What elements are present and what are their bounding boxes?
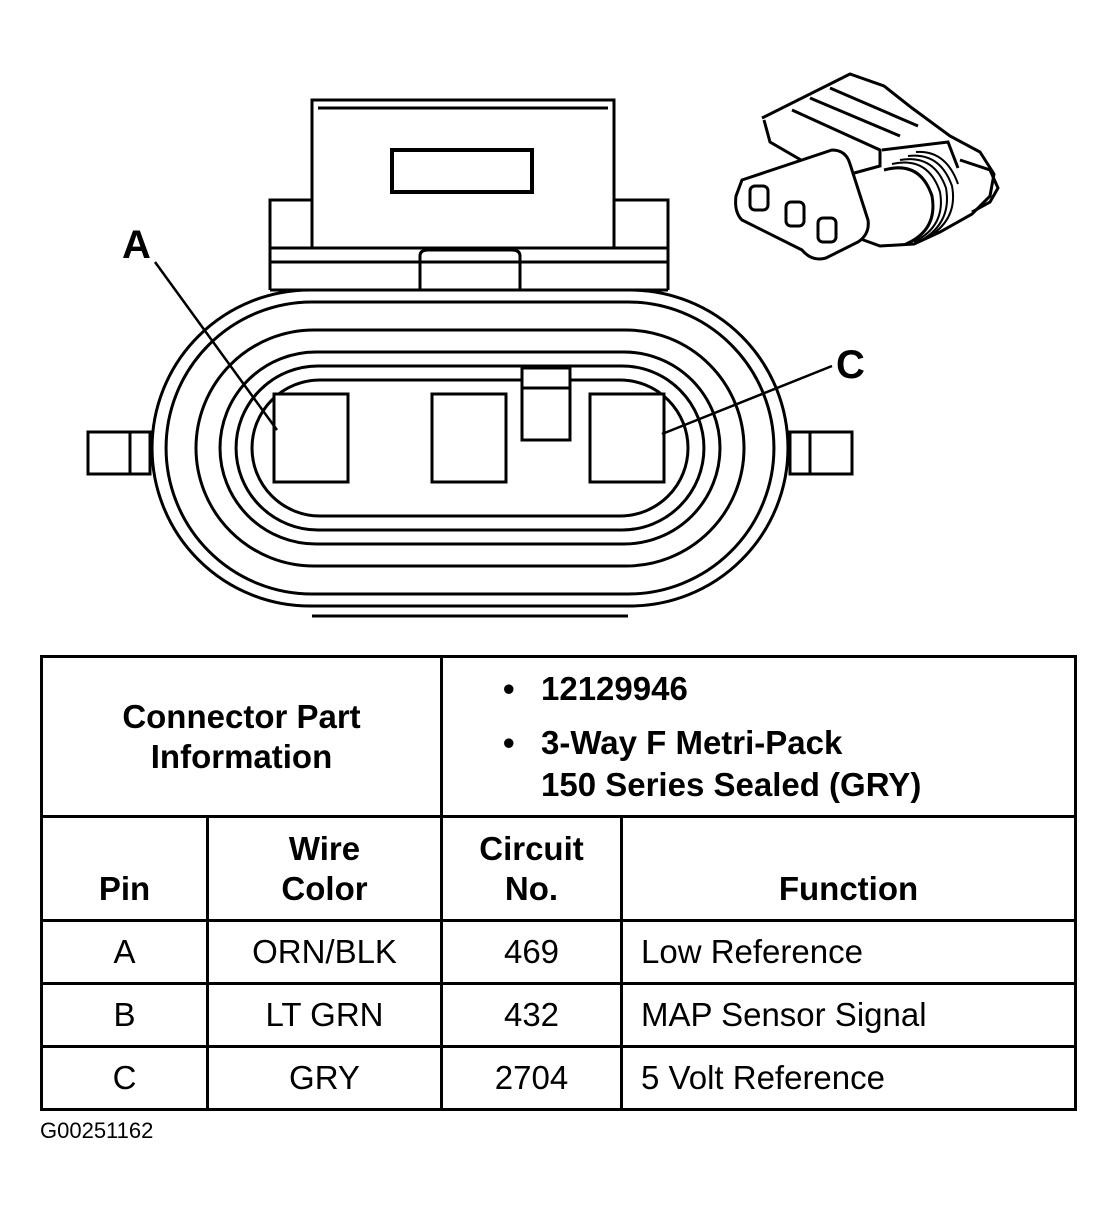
pin-a-label: A [122, 223, 151, 267]
table-row: A ORN/BLK 469 Low Reference [40, 919, 1077, 985]
cell-wire-color: LT GRN [206, 982, 443, 1048]
pin-cavity-c [588, 392, 666, 484]
cell-function: MAP Sensor Signal [620, 982, 1077, 1048]
cell-function: 5 Volt Reference [620, 1045, 1077, 1111]
pin-cavity-a [272, 392, 350, 484]
connector-diagram: A C [86, 72, 1000, 618]
pin-c-leader [661, 364, 833, 436]
header-circuit-no: Circuit No. [440, 815, 623, 922]
part-description-item: • 3-Way F Metri-Pack 150 Series Sealed (… [503, 722, 1074, 806]
connector-latch [310, 98, 616, 248]
cell-pin: B [40, 982, 209, 1048]
connector-face [86, 98, 854, 618]
cell-pin: C [40, 1045, 209, 1111]
bullet: • [503, 723, 515, 761]
connector-3d-illustration [734, 72, 1000, 261]
pin-a-leader [153, 261, 279, 431]
part-info-label-line2: Information [150, 737, 333, 775]
part-number-item: • 12129946 [503, 668, 1074, 710]
header-wire-color: Wire Color [206, 815, 443, 922]
cell-circuit: 432 [440, 982, 623, 1048]
part-info-label-cell: Connector Part Information [40, 655, 443, 818]
cell-function: Low Reference [620, 919, 1077, 985]
left-tab [86, 430, 152, 476]
part-description-line2: 150 Series Sealed (GRY) [541, 765, 922, 803]
pin-c-label: C [836, 343, 865, 387]
header-pin: Pin [40, 815, 209, 922]
cell-circuit: 2704 [440, 1045, 623, 1111]
key-slot [520, 366, 572, 442]
table-header-row: Pin Wire Color Circuit No. Function [40, 815, 1077, 922]
table-row: B LT GRN 432 MAP Sensor Signal [40, 982, 1077, 1048]
right-tab [788, 430, 854, 476]
latch-window [390, 148, 534, 194]
part-description-line1: 3-Way F Metri-Pack [541, 723, 843, 761]
part-number: 12129946 [541, 669, 688, 707]
header-function: Function [620, 815, 1077, 922]
pin-cavity-b [430, 392, 508, 484]
cell-wire-color: ORN/BLK [206, 919, 443, 985]
part-info-value-cell: • 12129946 • 3-Way F Metri-Pack 150 Seri… [440, 655, 1077, 818]
part-info-label-line1: Connector Part [122, 697, 361, 735]
cell-wire-color: GRY [206, 1045, 443, 1111]
bullet: • [503, 669, 515, 707]
cell-pin: A [40, 919, 209, 985]
part-info-row: Connector Part Information • 12129946 • … [40, 655, 1077, 818]
connector-info-table: Connector Part Information • 12129946 • … [40, 655, 1077, 1111]
figure-id: G00251162 [40, 1118, 154, 1143]
cell-circuit: 469 [440, 919, 623, 985]
table-row: C GRY 2704 5 Volt Reference [40, 1045, 1077, 1111]
connector-key [418, 248, 522, 290]
